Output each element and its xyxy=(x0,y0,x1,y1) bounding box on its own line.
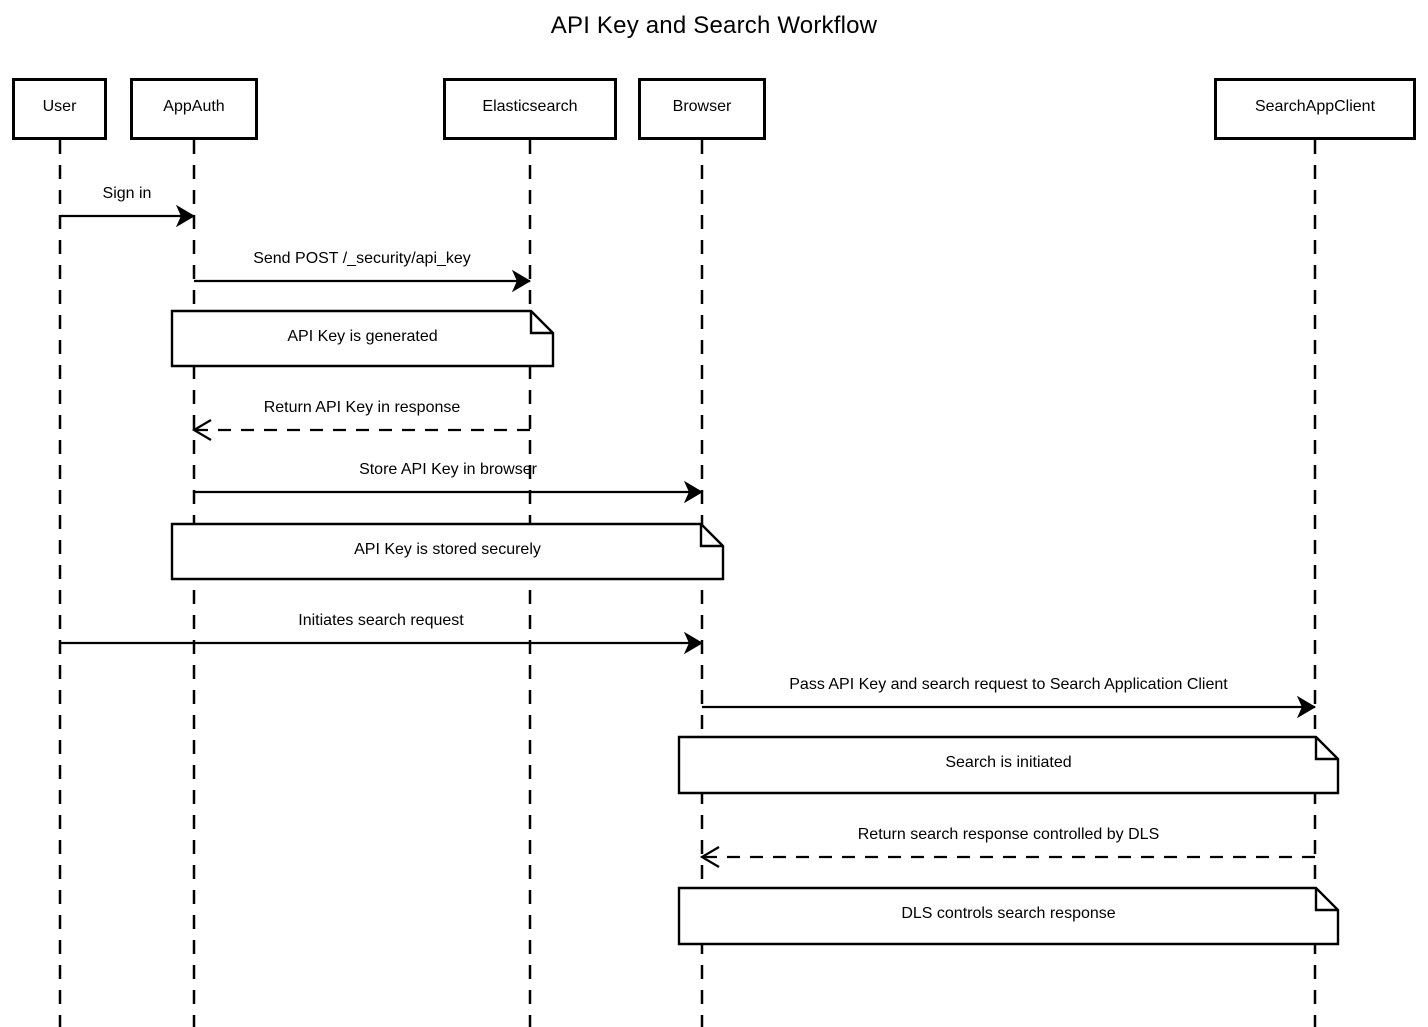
message-7[interactable] xyxy=(702,695,1316,719)
note-label-10: DLS controls search response xyxy=(901,905,1116,922)
note-10[interactable] xyxy=(677,886,1340,946)
message-label-0: Sign in xyxy=(102,185,152,202)
message-label-7: Pass API Key and search request to Searc… xyxy=(789,676,1228,693)
message-label-9: Return search response controlled by DLS xyxy=(857,826,1160,843)
message-label-1: Send POST /_security/api_key xyxy=(253,250,471,267)
participant-box-browser[interactable] xyxy=(638,78,766,140)
note-5[interactable] xyxy=(170,522,725,581)
note-8[interactable] xyxy=(677,735,1340,795)
participant-label-elastic: Elasticsearch xyxy=(482,98,578,115)
arrowhead-filled-1 xyxy=(511,269,531,293)
notes-layer xyxy=(170,309,1340,946)
messages-layer xyxy=(60,204,1316,868)
participant-label-sac: SearchAppClient xyxy=(1254,98,1376,115)
note-label-8: Search is initiated xyxy=(945,754,1072,771)
note-fold-corner-5 xyxy=(699,524,723,548)
arrowhead-filled-0 xyxy=(175,204,195,228)
note-fold-corner-2 xyxy=(529,311,553,335)
participant-box-sac[interactable] xyxy=(1214,78,1416,140)
participant-box-appauth[interactable] xyxy=(130,78,258,140)
page-title: API Key and Search Workflow xyxy=(550,12,878,39)
arrowhead-filled-4 xyxy=(683,480,703,504)
message-1[interactable] xyxy=(194,269,531,293)
message-9[interactable] xyxy=(699,846,1315,868)
note-body-5 xyxy=(170,522,725,581)
message-6[interactable] xyxy=(60,631,703,655)
message-4[interactable] xyxy=(194,480,703,504)
participant-label-user: User xyxy=(42,98,77,115)
note-body-2 xyxy=(170,309,555,368)
message-label-3: Return API Key in response xyxy=(263,399,461,416)
message-label-6: Initiates search request xyxy=(298,612,464,629)
note-label-2: API Key is generated xyxy=(287,327,438,345)
participant-boxes-layer xyxy=(12,78,1416,140)
participant-label-browser: Browser xyxy=(672,98,732,115)
note-body-8 xyxy=(677,735,1340,795)
arrowhead-open-3 xyxy=(191,419,212,441)
participant-box-user[interactable] xyxy=(12,78,107,140)
arrowhead-filled-7 xyxy=(1296,695,1316,719)
participant-label-appauth: AppAuth xyxy=(163,98,225,115)
message-3[interactable] xyxy=(191,419,530,441)
note-label-5: API Key is stored securely xyxy=(354,540,541,558)
message-label-4: Store API Key in browser xyxy=(359,461,537,478)
note-2[interactable] xyxy=(170,309,555,368)
message-0[interactable] xyxy=(60,204,195,228)
arrowhead-open-9 xyxy=(699,846,720,868)
note-body-10 xyxy=(677,886,1340,946)
note-fold-corner-10 xyxy=(1314,888,1338,912)
participant-box-elastic[interactable] xyxy=(443,78,617,140)
note-fold-corner-8 xyxy=(1314,737,1338,761)
arrowhead-filled-6 xyxy=(683,631,703,655)
